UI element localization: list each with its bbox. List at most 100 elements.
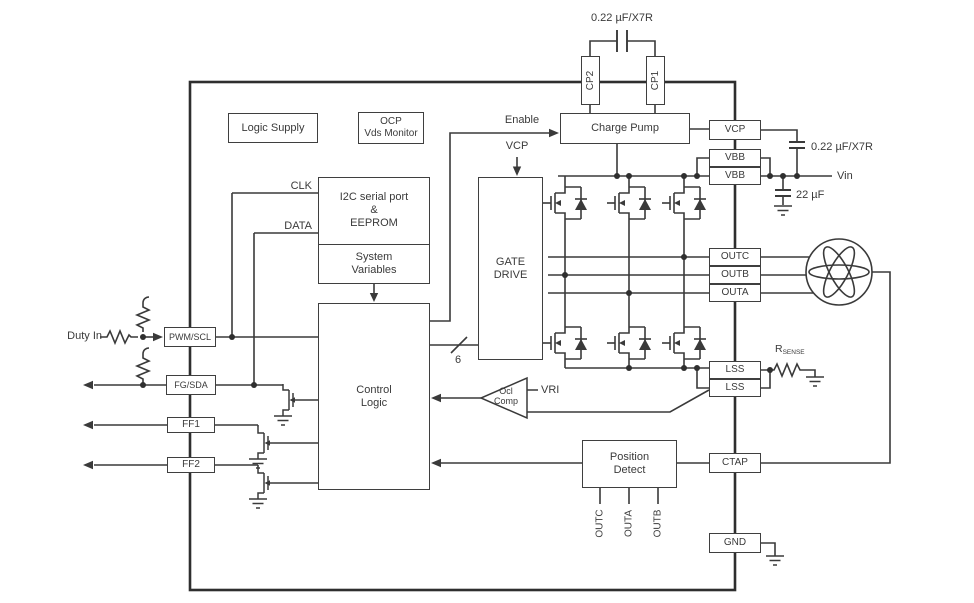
wire-lss2-tie [696, 368, 709, 389]
logic-supply-label: Logic Supply [241, 121, 305, 134]
pin-pwm-scl-label: PWM/SCL [168, 332, 211, 342]
system-variables-line2: Variables [351, 263, 397, 276]
junction-dots [140, 173, 800, 388]
cp-capacitor-icon [616, 30, 628, 52]
logic-supply-block: Logic Supply [228, 113, 318, 143]
rsense-subscript: SENSE [782, 349, 805, 356]
i2c-label-line2: & [370, 204, 378, 217]
wire-open-drain-gates [274, 399, 318, 484]
ff2-out-arrowhead [83, 460, 93, 470]
rsense-label: RSENSE [775, 343, 805, 359]
system-variables-line1: System [355, 250, 393, 263]
vcp-cap-value-label: 0.22 µF/X7R [811, 141, 873, 153]
ff1-mosfet-icon [257, 426, 275, 460]
pin-outa: OUTA [709, 284, 761, 302]
position-detect-line1: Position [609, 451, 650, 463]
wire-enable [430, 132, 552, 322]
control-logic-line1: Control [356, 383, 392, 396]
mosfet-bridge [542, 186, 707, 360]
pullup-resistor-sda-icon [134, 347, 152, 383]
wire-clk [231, 192, 318, 337]
pin-cp1-label: CP1 [649, 70, 661, 91]
ocp-label: OCP [380, 116, 402, 127]
duty-in-label: Duty In [67, 330, 102, 342]
pullup-resistor-scl-icon [134, 296, 152, 332]
open-drain-outputs [257, 383, 300, 500]
ground-icon [805, 376, 825, 387]
clk-label: CLK [290, 180, 312, 192]
enable-label: Enable [504, 114, 540, 126]
arrowheads [83, 128, 559, 470]
wire-out-to-fan [761, 256, 813, 294]
pin-fg-sda-label: FG/SDA [174, 380, 208, 390]
i2c-eeprom-block: I2C serial port & EEPROM System Variable… [318, 177, 430, 284]
highside-mosfet-icon [661, 186, 707, 220]
pin-ff1: FF1 [167, 417, 215, 433]
charge-pump-block: Charge Pump [560, 113, 690, 144]
pin-outa-label: OUTA [721, 287, 749, 298]
pin-vcp-label: VCP [724, 124, 746, 135]
pin-outc: OUTC [709, 248, 761, 266]
vds-monitor-label: Vds Monitor [364, 128, 418, 139]
pin-vbb2: VBB [709, 167, 761, 185]
pin-gnd: GND [709, 533, 761, 553]
system-variables-section: System Variables [319, 245, 429, 283]
charge-pump-label: Charge Pump [591, 122, 659, 134]
wire-position-taps [599, 488, 659, 504]
vin-label: Vin [837, 170, 853, 182]
ocl-comp-label: Ocl Comp [488, 386, 524, 406]
pin-cp1: CP1 [646, 56, 665, 105]
position-detect-block: Position Detect [582, 440, 677, 488]
pin-vbb1-label: VBB [724, 152, 745, 163]
pin-ctap: CTAP [709, 453, 761, 473]
wire-ctap [677, 271, 891, 464]
pin-fg-sda: FG/SDA [166, 375, 216, 395]
duty-in-arrowhead [153, 332, 163, 342]
control-logic-line2: Logic [360, 396, 388, 409]
pin-ff2: FF2 [167, 457, 215, 473]
bus-width-label: 6 [454, 354, 462, 366]
pin-ctap-label: CTAP [722, 457, 748, 468]
pin-lss1-label: LSS [725, 364, 745, 375]
ocl-comp-line2: Comp [493, 396, 518, 406]
fg-out-arrowhead [83, 380, 93, 390]
ocl-comparator-icon [479, 376, 528, 420]
fan-motor-icon [805, 238, 873, 306]
pin-outc-label: OUTC [720, 251, 750, 262]
lowside-mosfet-icon [606, 326, 652, 360]
pin-outb: OUTB [709, 266, 761, 284]
ocp-vds-monitor-block: OCP Vds Monitor [358, 112, 424, 144]
tap-outc-label: OUTC [594, 509, 606, 538]
ground-icon [273, 415, 293, 426]
ff1-out-arrowhead [83, 420, 93, 430]
wire-ff [94, 424, 259, 467]
pin-pwm-scl: PWM/SCL [164, 327, 216, 347]
i2c-section: I2C serial port & EEPROM [319, 178, 429, 245]
pin-outb-label: OUTB [721, 269, 749, 280]
gate-drive-line2: DRIVE [493, 268, 528, 281]
pin-lss2: LSS [709, 379, 761, 397]
sysvar-arrowhead [369, 293, 379, 302]
rsense-resistor-icon [770, 361, 816, 379]
highside-mosfet-icon [606, 186, 652, 220]
gate-drive-block: GATE DRIVE [478, 177, 543, 360]
bulk-cap-value-label: 22 µF [796, 189, 825, 201]
rsense-prefix: R [775, 343, 783, 355]
gate-drive-line1: GATE [495, 255, 526, 268]
tap-outa-label: OUTA [623, 509, 635, 538]
pin-vbb1: VBB [709, 149, 761, 167]
cp-cap-value-label: 0.22 µF/X7R [591, 12, 653, 24]
ground-icon [765, 555, 785, 566]
duty-series-resistor-icon [100, 328, 138, 346]
wire-lowside-stubs [564, 359, 685, 368]
pin-ff2-label: FF2 [182, 459, 200, 470]
pin-ff1-label: FF1 [182, 419, 200, 430]
pin-lss2-label: LSS [725, 382, 745, 393]
data-label: DATA [284, 220, 312, 232]
ocl-comp-line1: Ocl [499, 386, 513, 396]
wire-drain-stubs [564, 176, 685, 187]
i2c-label-line1: I2C serial port [339, 191, 409, 204]
vcp-capacitor-icon [789, 141, 805, 149]
wire-rsense [761, 369, 771, 389]
